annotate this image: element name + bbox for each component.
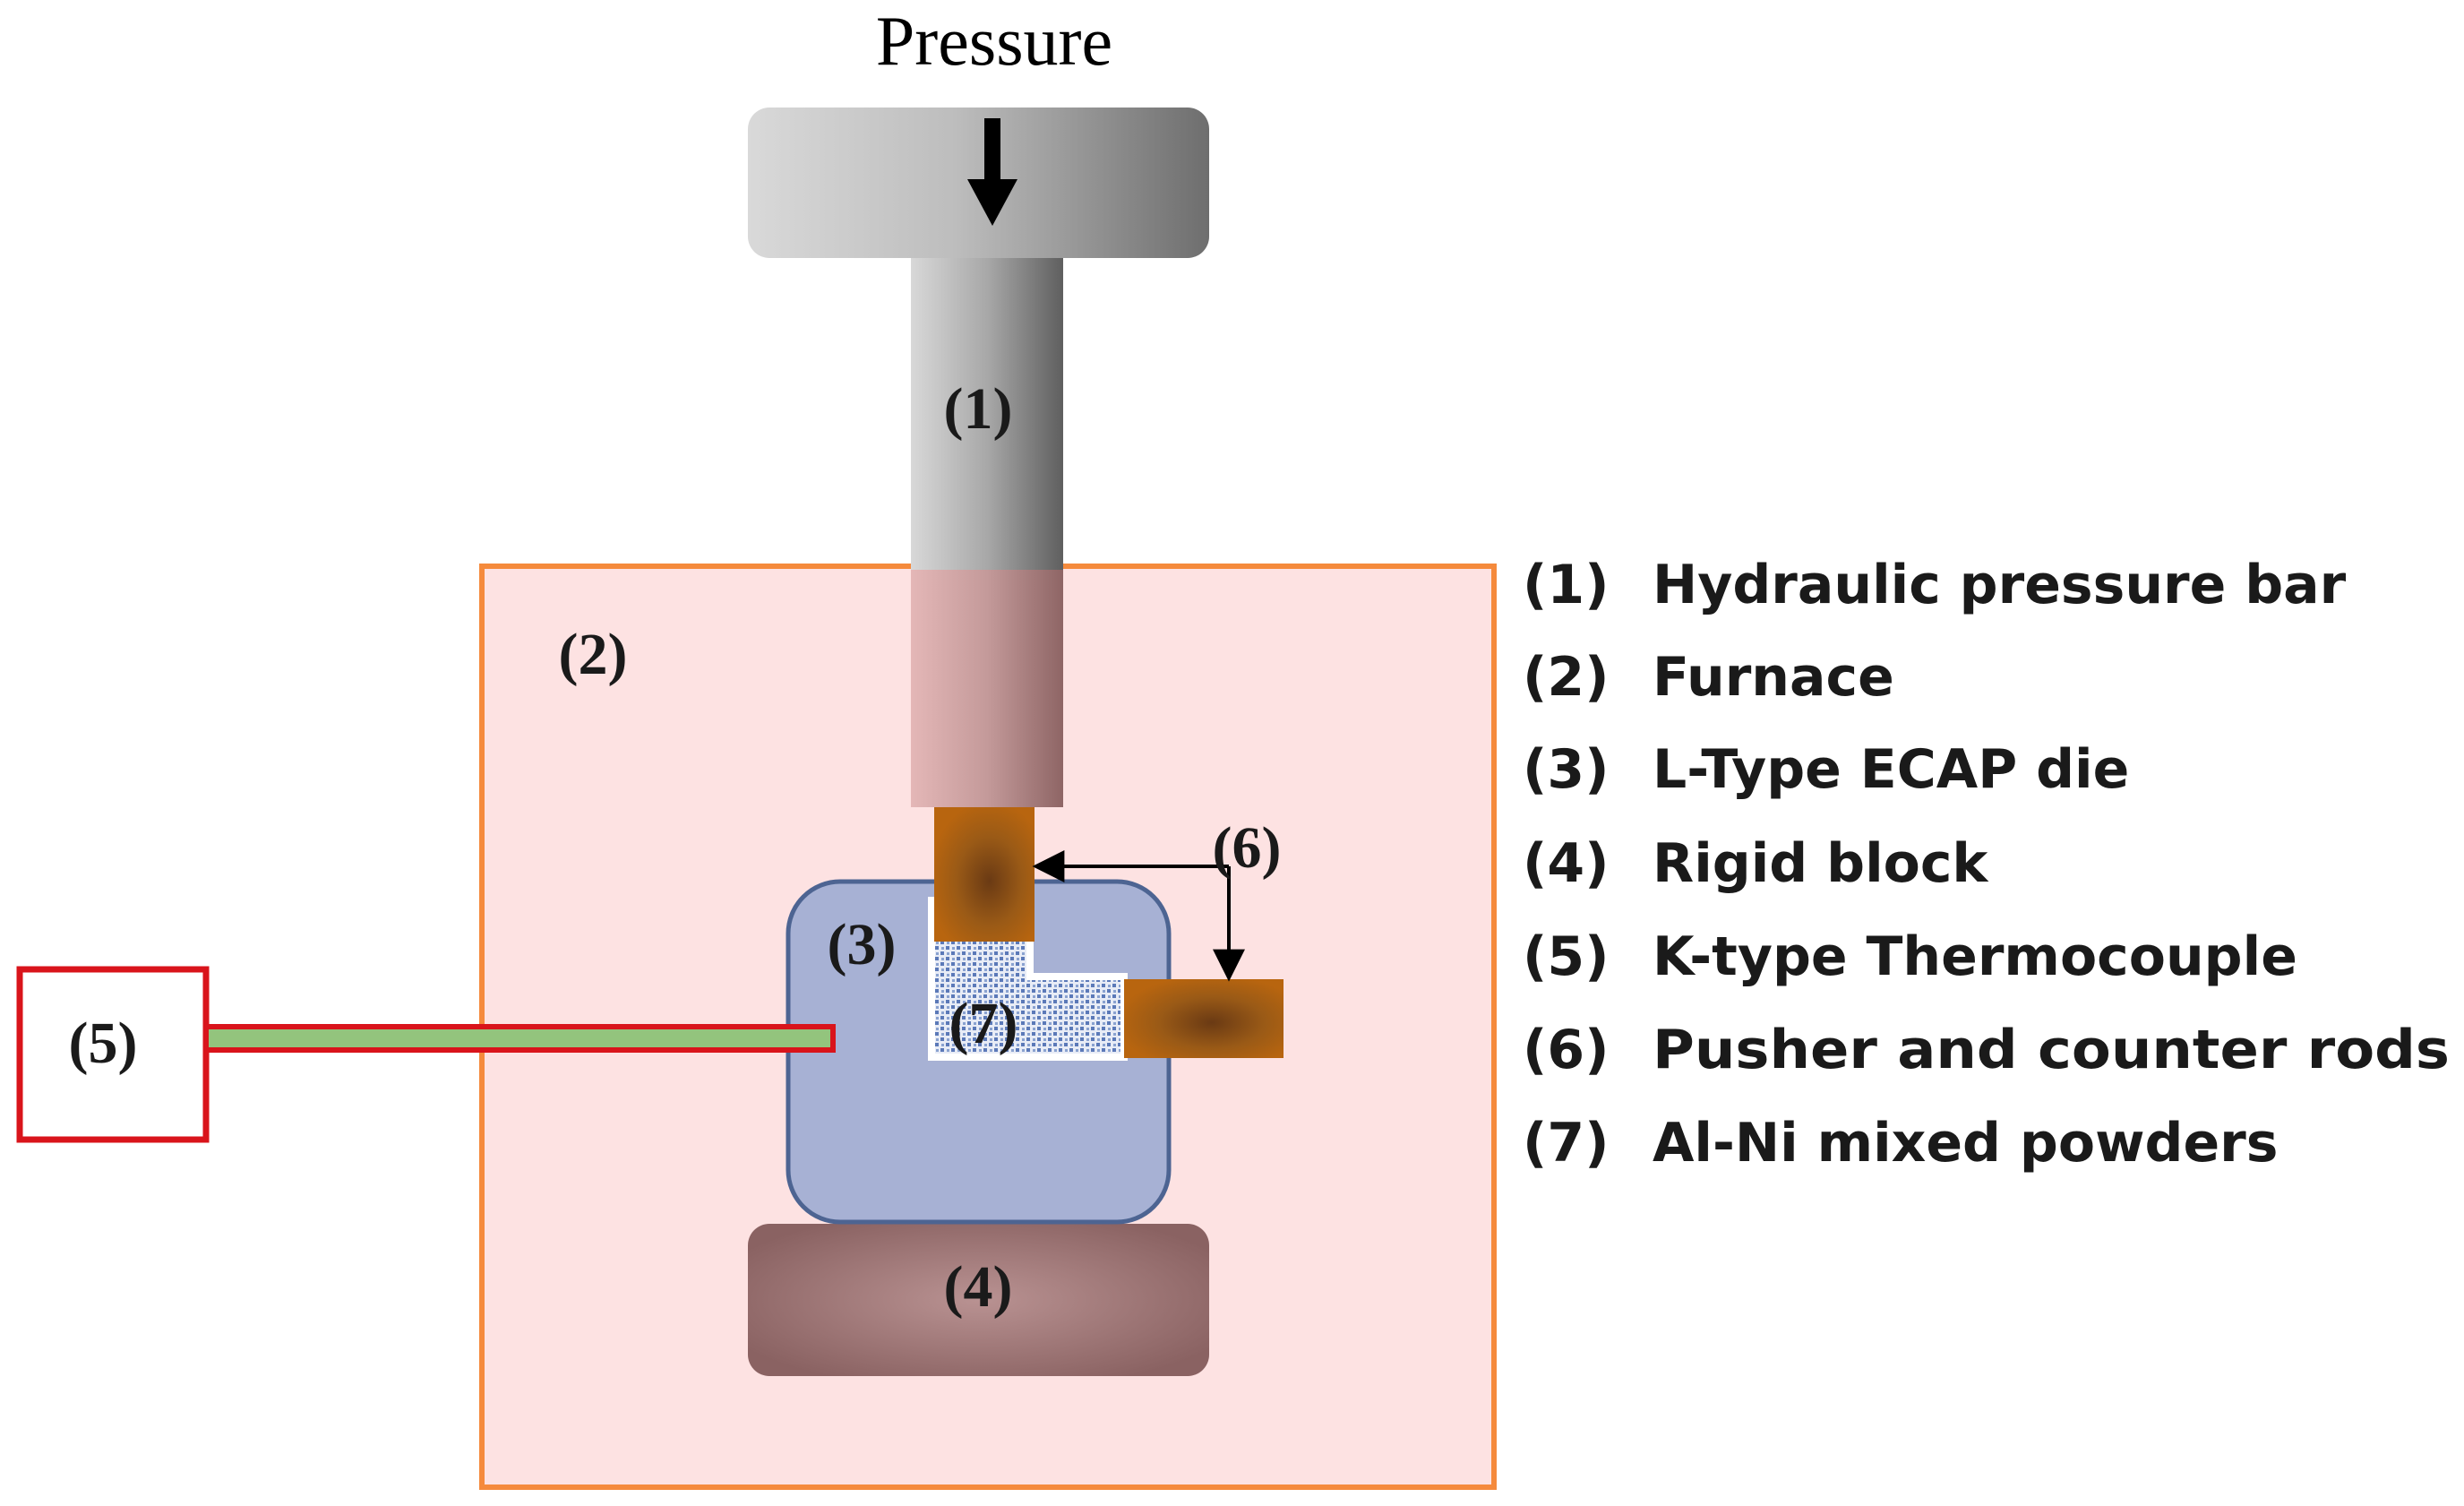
legend-text: Pusher and counter rods: [1653, 1019, 2450, 1081]
legend-item: (3) L-Type ECAP die: [1523, 738, 2129, 801]
label-die: (3): [828, 912, 897, 977]
hydraulic-bar: [911, 258, 1063, 570]
thermocouple-box: [16, 966, 210, 1143]
legend-item: (6) Pusher and counter rods: [1523, 1019, 2450, 1081]
label-rods: (6): [1213, 815, 1282, 881]
legend-text: Rigid block: [1653, 832, 1989, 895]
legend-item: (1) Hydraulic pressure bar: [1523, 554, 2347, 616]
legend-text: L-Type ECAP die: [1653, 738, 2129, 801]
legend-item: (7) Al-Ni mixed powders: [1523, 1112, 2278, 1175]
legend-text: Hydraulic pressure bar: [1653, 554, 2347, 616]
legend-text: K-type Thermocouple: [1653, 925, 2297, 988]
thermocouple-wire: [203, 1024, 836, 1053]
legend-num: (4): [1523, 832, 1610, 895]
counter-rod: [1124, 979, 1284, 1058]
legend-item: (2) Furnace: [1523, 646, 1894, 709]
legend-num: (2): [1523, 646, 1610, 709]
rods-arrows: [1032, 850, 1245, 982]
label-block: (4): [944, 1254, 1013, 1320]
legend-num: (6): [1523, 1019, 1610, 1081]
legend-item: (5) K-type Thermocouple: [1523, 925, 2297, 988]
legend-text: Al-Ni mixed powders: [1653, 1112, 2278, 1175]
pressure-arrow: [967, 118, 1017, 226]
label-furnace: (2): [559, 622, 628, 687]
label-powders: (7): [949, 991, 1018, 1056]
pressure-title: Pressure: [876, 2, 1112, 80]
legend-text: Furnace: [1653, 646, 1894, 709]
label-thermocouple: (5): [69, 1011, 138, 1076]
legend-num: (3): [1523, 738, 1610, 801]
legend-num: (7): [1523, 1112, 1610, 1175]
legend-num: (1): [1523, 554, 1610, 616]
legend: (1) Hydraulic pressure bar (2) Furnace (…: [1523, 554, 2450, 1175]
hydraulic-bar-heated: [911, 570, 1063, 807]
pusher-rod: [934, 807, 1035, 942]
label-bar: (1): [944, 376, 1013, 442]
legend-item: (4) Rigid block: [1523, 832, 1989, 895]
legend-num: (5): [1523, 925, 1610, 988]
rigid-block: [748, 1224, 1209, 1376]
